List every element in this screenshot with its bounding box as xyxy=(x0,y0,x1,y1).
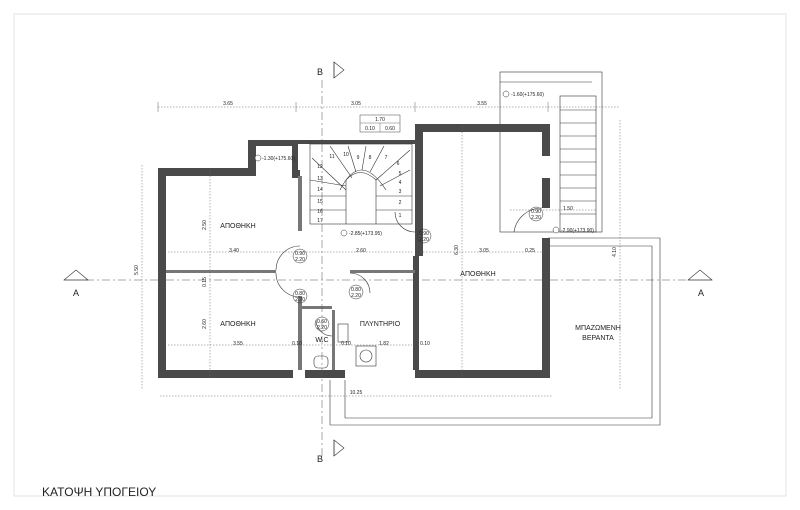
fixtures xyxy=(313,323,377,369)
room-storage-top-left: ΑΠΟΘΗΚΗ xyxy=(220,223,255,230)
top-dimension-chain: 3.65 3.05 3.55 xyxy=(157,101,620,112)
door-label-2b: 2.20 xyxy=(295,297,305,303)
door-label-6a: 0.90 xyxy=(531,209,541,215)
dim-left-015: 0.15 xyxy=(202,277,208,287)
dim-box-right: 0.60 xyxy=(385,126,395,132)
sink-icon xyxy=(337,323,349,343)
stair-step-3: 3 xyxy=(399,189,402,195)
room-veranda-line1: ΜΠΑΖΩΜΕΝΗ xyxy=(575,325,621,332)
stair-step-1: 1 xyxy=(399,213,402,219)
section-a-left-label: A xyxy=(73,288,79,298)
dim-left-550: 5.50 xyxy=(134,265,140,275)
door-label-2a: 0.80 xyxy=(295,291,305,297)
veranda-outline xyxy=(329,237,661,426)
door-label-4a: 0.60 xyxy=(317,319,327,325)
door-label-1b: 2.20 xyxy=(295,257,305,263)
room-veranda-line2: ΒΕΡΑΝΤΑ xyxy=(582,335,614,342)
door-label-3a: 0.80 xyxy=(351,287,361,293)
door-label-6b: 2.20 xyxy=(531,215,541,221)
dim-010a: 0.10 xyxy=(292,341,302,347)
dim-010b: 0.10 xyxy=(341,341,351,347)
dim-010c: 0.10 xyxy=(420,341,430,347)
section-line-a: A A xyxy=(63,269,713,298)
dim-right-410: 4.10 xyxy=(612,247,618,257)
dim-top-3: 3.55 xyxy=(477,101,487,107)
dimension-helpers xyxy=(141,120,621,397)
section-a-right-label: A xyxy=(698,288,704,298)
stair-step-12: 12 xyxy=(317,164,323,170)
dim-355: 3.55 xyxy=(233,341,243,347)
door-label-4b: 2.20 xyxy=(317,325,327,331)
level-right: -2.90(+173.90) xyxy=(561,228,594,234)
stair-step-11: 11 xyxy=(329,154,334,160)
dim-340: 3.40 xyxy=(229,248,239,254)
room-storage-right: ΑΠΟΘΗΚΗ xyxy=(460,271,495,278)
door-label-5a: 0.90 xyxy=(419,231,429,237)
dim-left-260: 2.60 xyxy=(202,319,208,329)
door-labels: 0.90 2.20 0.80 2.20 0.80 2.20 0.60 2.20 … xyxy=(292,206,544,332)
stair-step-9: 9 xyxy=(357,155,360,161)
stair-step-13: 13 xyxy=(317,176,323,182)
dim-1025: 10.25 xyxy=(350,390,363,396)
stair-step-10: 10 xyxy=(343,152,349,158)
dim-left-250: 2.50 xyxy=(202,220,208,230)
door-label-5b: 2.20 xyxy=(419,237,429,243)
stair-step-16: 16 xyxy=(317,209,323,215)
section-line-b: B B xyxy=(317,61,345,464)
dim-top-2: 3.05 xyxy=(351,101,361,107)
room-wc: W.C xyxy=(315,337,328,344)
door-label-3b: 2.20 xyxy=(351,293,361,299)
level-top-left: -1.30(+175.60) xyxy=(262,156,295,162)
dim-top-1: 3.65 xyxy=(223,101,233,107)
plan-title: ΚΑΤΟΨΗ ΥΠΟΓΕΙΟΥ xyxy=(42,485,156,499)
stair-step-5: 5 xyxy=(399,171,402,177)
room-laundry: ΠΛΥΝΤΗΡΙΟ xyxy=(360,321,401,328)
level-markers: -1.60(+175.60) -1.30(+175.60) -2.85(+173… xyxy=(254,90,594,237)
walls xyxy=(158,124,550,378)
level-top-right: -1.60(+175.60) xyxy=(511,92,544,98)
dim-box-top: 1.70 xyxy=(375,117,385,123)
external-stair xyxy=(499,71,603,233)
door-label-1a: 0.90 xyxy=(295,251,305,257)
dim-025: 0.25 xyxy=(525,248,535,254)
interior-spiral-stair: 11 10 9 8 7 6 5 4 3 2 1 12 13 14 15 16 1… xyxy=(309,143,413,225)
dim-182: 1.82 xyxy=(379,341,389,347)
stair-step-7: 7 xyxy=(385,155,388,161)
stair-step-4: 4 xyxy=(399,180,402,186)
section-b-top-label: B xyxy=(317,67,323,77)
dim-box-left: 0.10 xyxy=(365,126,375,132)
stair-step-15: 15 xyxy=(317,199,323,205)
dim-305: 3.05 xyxy=(479,248,489,254)
stair-dim-box: 1.70 0.10 0.60 xyxy=(359,114,401,133)
toilet-icon xyxy=(313,355,329,369)
door-swings xyxy=(275,207,543,337)
stair-step-14: 14 xyxy=(317,187,323,193)
room-storage-bottom-left: ΑΠΟΘΗΚΗ xyxy=(220,321,255,328)
stair-step-8: 8 xyxy=(369,155,372,161)
dimension-texts: 3.40 2.60 3.05 0.25 3.55 0.10 0.10 0.10 … xyxy=(134,206,618,396)
stair-step-6: 6 xyxy=(397,161,400,167)
sheet-border xyxy=(13,13,787,497)
dim-260: 2.60 xyxy=(356,248,366,254)
stair-step-2: 2 xyxy=(399,200,402,206)
section-b-bottom-label: B xyxy=(317,454,323,464)
dim-right-630: 6.30 xyxy=(454,245,460,255)
stair-step-17: 17 xyxy=(317,218,323,224)
washing-machine-icon xyxy=(355,345,377,367)
level-center: -2.85(+173.95) xyxy=(349,231,382,237)
dim-150: 1.50 xyxy=(563,206,573,212)
